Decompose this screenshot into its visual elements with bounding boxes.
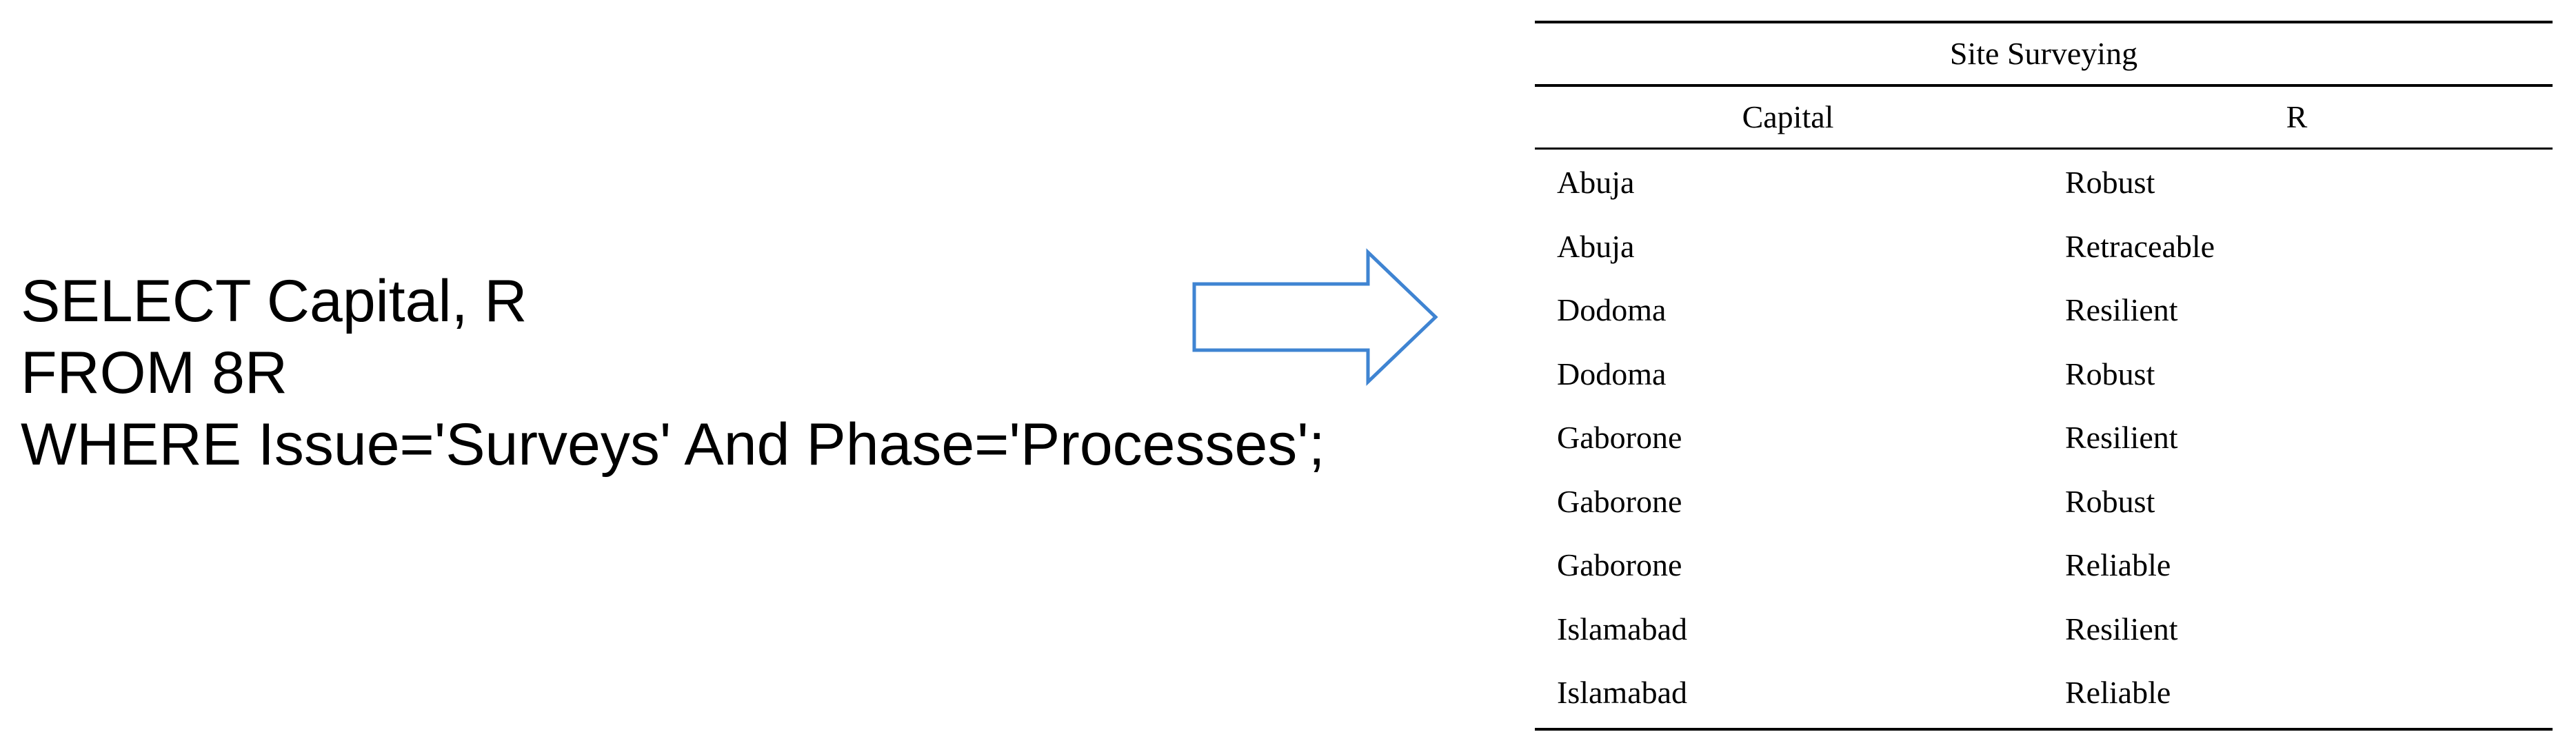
cell-capital: Dodoma [1557,292,1667,327]
table-bottom-rule [1535,727,2553,731]
cell-r: Retraceable [2065,228,2215,264]
table-row: Gaborone Robust [1535,470,2553,534]
table-body: Abuja Robust Abuja Retraceable Dodoma Re… [1535,150,2553,728]
table-row: Gaborone Reliable [1535,533,2553,598]
cell-r: Resilient [2065,611,2178,647]
title-rule [1535,84,2553,87]
table-row: Islamabad Reliable [1535,661,2553,725]
right-arrow-icon [1192,248,1438,386]
column-header-capital: Capital [1742,99,1834,134]
table-top-rule [1535,21,2553,23]
header-rule [1535,148,2553,150]
cell-r: Resilient [2065,420,2178,455]
cell-r: Resilient [2065,292,2178,327]
table-row: Islamabad Resilient [1535,598,2553,662]
cell-capital: Islamabad [1557,611,1688,647]
arrow-shape [1192,248,1438,386]
cell-r: Robust [2065,483,2155,519]
cell-r: Robust [2065,165,2155,200]
cell-r: Reliable [2065,547,2171,582]
sql-line-where: WHERE Issue='Surveys' And Phase='Process… [21,411,1325,478]
cell-r: Reliable [2065,675,2171,710]
cell-capital: Gaborone [1557,483,1682,519]
table-header-row: Capital R [1535,87,2553,148]
table-title: Site Surveying [1949,36,2138,71]
sql-query: SELECT Capital, R FROM 8R WHERE Issue='S… [21,265,1325,480]
table-row: Gaborone Resilient [1535,406,2553,470]
cell-capital: Gaborone [1557,420,1682,455]
sql-line-select: SELECT Capital, R [21,268,527,334]
column-header-r: R [2286,99,2308,134]
cell-capital: Abuja [1557,165,1635,200]
cell-r: Robust [2065,356,2155,392]
cell-capital: Dodoma [1557,356,1667,392]
cell-capital: Islamabad [1557,675,1688,710]
table-row: Abuja Retraceable [1535,215,2553,279]
table-row: Dodoma Robust [1535,343,2553,407]
cell-capital: Abuja [1557,228,1635,264]
sql-line-from: FROM 8R [21,340,288,406]
result-table: Site Surveying Capital R Abuja Robust Ab… [1535,21,2553,731]
table-row: Abuja Robust [1535,151,2553,215]
cell-capital: Gaborone [1557,547,1682,582]
table-row: Dodoma Resilient [1535,278,2553,343]
